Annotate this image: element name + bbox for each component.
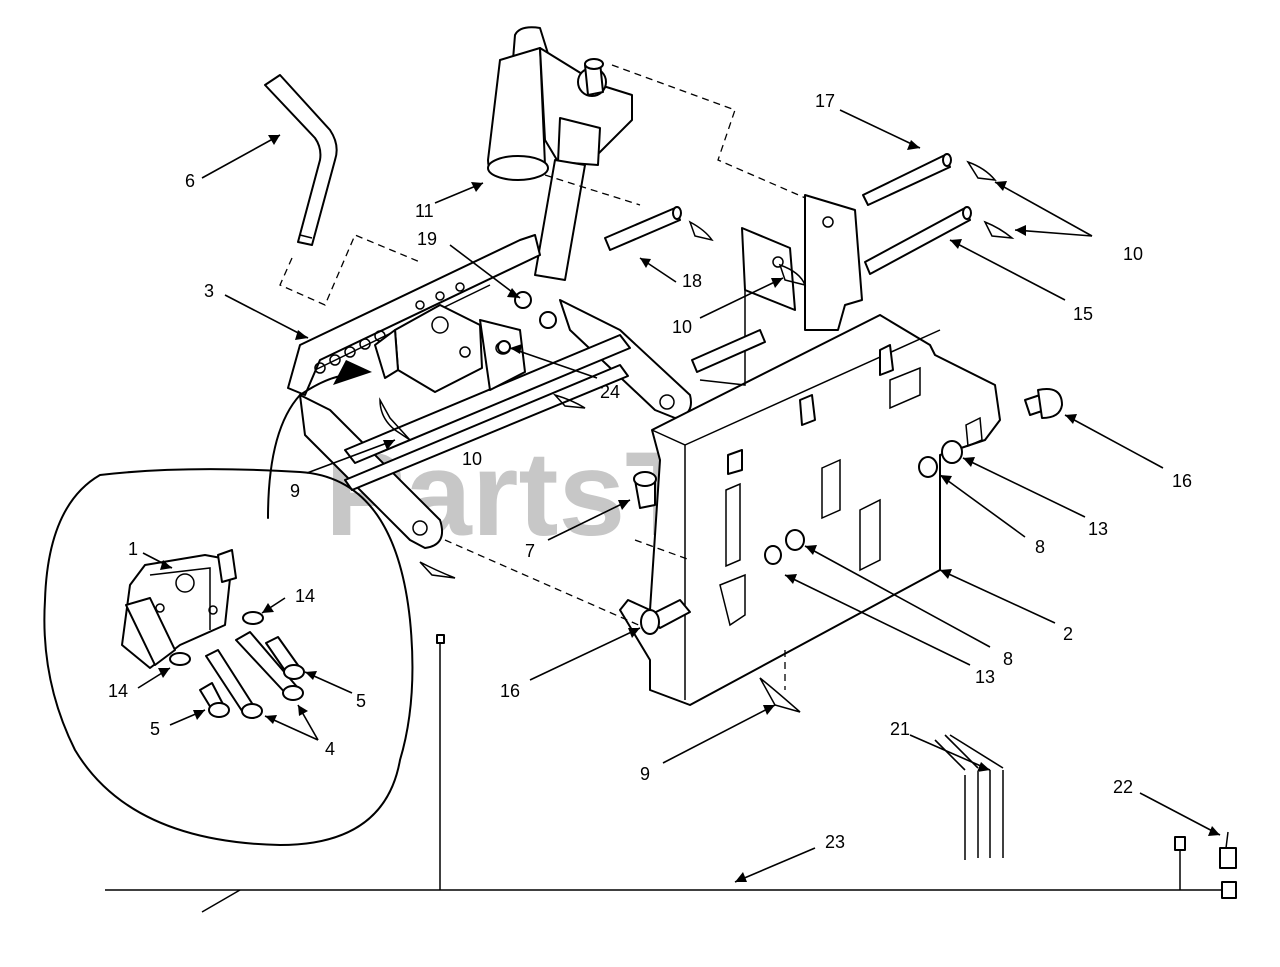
callout-9-left: 9 xyxy=(290,481,300,501)
callout-21: 21 xyxy=(890,719,910,739)
callout-8-lower: 8 xyxy=(1003,649,1013,669)
detail-inset xyxy=(43,468,414,846)
callout-15: 15 xyxy=(1073,304,1093,324)
callout-17: 17 xyxy=(815,91,835,111)
callout-13-lower: 13 xyxy=(975,667,995,687)
callout-labels: 6 11 19 3 24 9 10 18 10 17 10 15 16 13 8… xyxy=(108,91,1192,852)
leader-lines xyxy=(137,109,1221,883)
part-actuator xyxy=(487,26,811,281)
callout-5-left: 5 xyxy=(150,719,160,739)
callout-23: 23 xyxy=(825,832,845,852)
callout-19: 19 xyxy=(417,229,437,249)
part-switch xyxy=(1174,831,1237,869)
callout-14-upper: 14 xyxy=(295,586,315,606)
callout-5-right: 5 xyxy=(356,691,366,711)
callout-3: 3 xyxy=(204,281,214,301)
part-handle-rod xyxy=(264,74,421,306)
rods xyxy=(604,153,972,373)
callout-18: 18 xyxy=(682,271,702,291)
part-cable-ties xyxy=(964,770,1004,860)
part-lift-frame xyxy=(287,234,692,549)
hardware xyxy=(497,340,1063,635)
callout-4: 4 xyxy=(325,739,335,759)
callout-9-bottom: 9 xyxy=(640,764,650,784)
hairpin-clips xyxy=(379,160,1015,713)
part-main-bracket xyxy=(619,194,1001,706)
callout-10-middle: 10 xyxy=(672,317,692,337)
callout-24: 24 xyxy=(600,382,620,402)
callout-11: 11 xyxy=(415,201,434,221)
callout-7: 7 xyxy=(525,541,535,561)
part-wire-harness xyxy=(105,634,1237,913)
callout-1: 1 xyxy=(128,539,138,559)
callout-13-right: 13 xyxy=(1088,519,1108,539)
callout-10-right: 10 xyxy=(1123,244,1143,264)
inset-pointer-arrow xyxy=(267,360,372,519)
callout-8-right: 8 xyxy=(1035,537,1045,557)
callout-14-lower: 14 xyxy=(108,681,128,701)
callout-2: 2 xyxy=(1063,624,1073,644)
callout-22: 22 xyxy=(1113,777,1133,797)
callout-16-left: 16 xyxy=(500,681,520,701)
callout-6: 6 xyxy=(185,171,195,191)
callout-10-bottom: 10 xyxy=(462,449,482,469)
callout-16-right: 16 xyxy=(1172,471,1192,491)
